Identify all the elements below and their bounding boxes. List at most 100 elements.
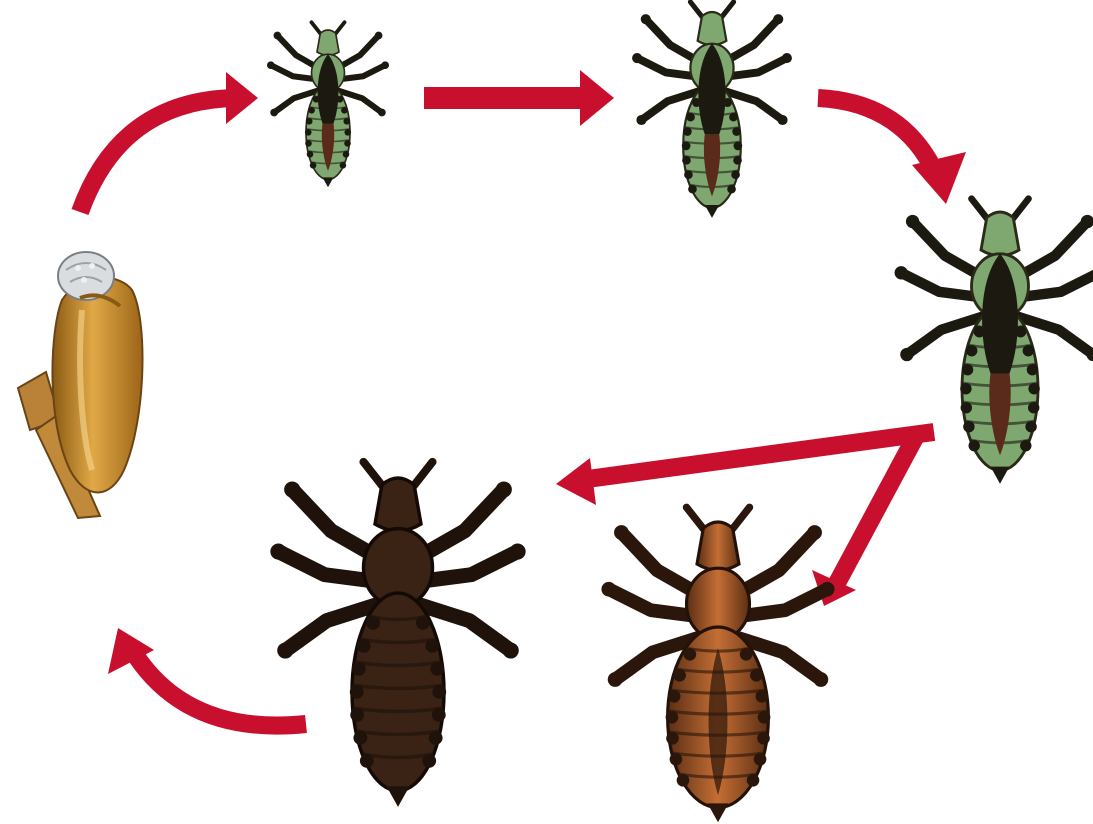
claw [270,544,286,560]
arrow-egg-to-nymph1 [80,72,258,212]
spiracle [960,383,971,394]
spiracle [734,142,743,151]
spiracle [353,731,367,745]
spiracle [352,662,366,676]
claw [632,53,642,63]
claw [267,61,275,69]
spiracle [673,669,686,682]
claw [906,215,919,228]
claw [375,32,383,40]
spiracle [750,669,763,682]
spiracle [1028,402,1039,413]
claw [820,582,835,597]
claw [496,481,512,497]
spiracle [686,113,695,122]
tail [323,177,334,187]
spiracle [344,140,351,147]
spiracle [1028,383,1039,394]
spiracle [1025,421,1036,432]
lice-stages [267,2,1093,822]
spiracle [422,754,436,768]
claw [510,544,526,560]
claw [641,14,651,24]
spiracle [306,118,313,125]
claw [601,582,616,597]
spiracle [756,690,769,703]
spiracle [310,162,317,169]
claw [773,14,783,24]
spiracle [357,639,371,653]
spiracle [340,162,347,169]
arrow-nymph2-to-nymph3 [818,98,966,204]
nymph-1-louse [267,22,389,187]
spiracle [754,753,767,766]
arrow-nymph3-to-female [812,432,918,606]
claw [277,642,293,658]
claw [814,672,829,687]
spiracle [682,142,691,151]
spiracle [731,170,740,179]
arrow-male-to-egg [108,628,306,726]
claw [608,672,623,687]
spiracle [969,440,980,451]
spiracle [1020,440,1031,451]
tail [708,803,729,822]
spiracle [305,140,312,147]
claw [270,109,278,117]
spiracle [961,402,972,413]
spiracle [682,156,691,165]
claw [807,525,822,540]
claw [381,61,389,69]
spiracle [684,170,693,179]
spiracle [666,732,679,745]
spiracle [729,113,738,122]
head [697,522,739,570]
spiracle [963,421,974,432]
spiracle [684,648,697,661]
spiracle [341,107,348,114]
spiracle [727,185,736,194]
spiracle [308,107,315,114]
spiracle [305,129,312,136]
claw [274,32,282,40]
claw [378,109,386,117]
head [981,212,1019,256]
spiracle [740,648,753,661]
head [698,12,727,45]
arrows [80,70,966,726]
spiracle [668,690,681,703]
spiracle [432,708,446,722]
spiracle [430,662,444,676]
adult-female-louse [601,507,834,822]
tail [991,467,1010,484]
claw [503,642,519,658]
claw [636,115,646,125]
spiracle [344,129,351,136]
spiracle [425,639,439,653]
spiracle [350,708,364,722]
adult-male-louse [270,462,525,807]
spiracle [966,345,977,356]
spiracle [666,711,679,724]
egg-nit-illustration [18,252,142,518]
spiracle [732,127,741,136]
tail [705,205,719,218]
spiracle [416,616,430,630]
spiracle [350,685,364,699]
spiracle [429,731,443,745]
spiracle [1023,345,1034,356]
spiracle [307,151,314,158]
head [317,30,339,55]
tail [387,786,410,807]
claw [895,266,908,279]
spiracle [688,185,697,194]
spiracle [343,151,350,158]
nymph-2-louse [632,2,792,218]
claw [284,481,300,497]
arrow-nymph1-to-nymph2 [424,70,614,126]
spiracle [683,127,692,136]
claw [900,348,913,361]
spiracle [1027,364,1038,375]
spiracle [962,364,973,375]
